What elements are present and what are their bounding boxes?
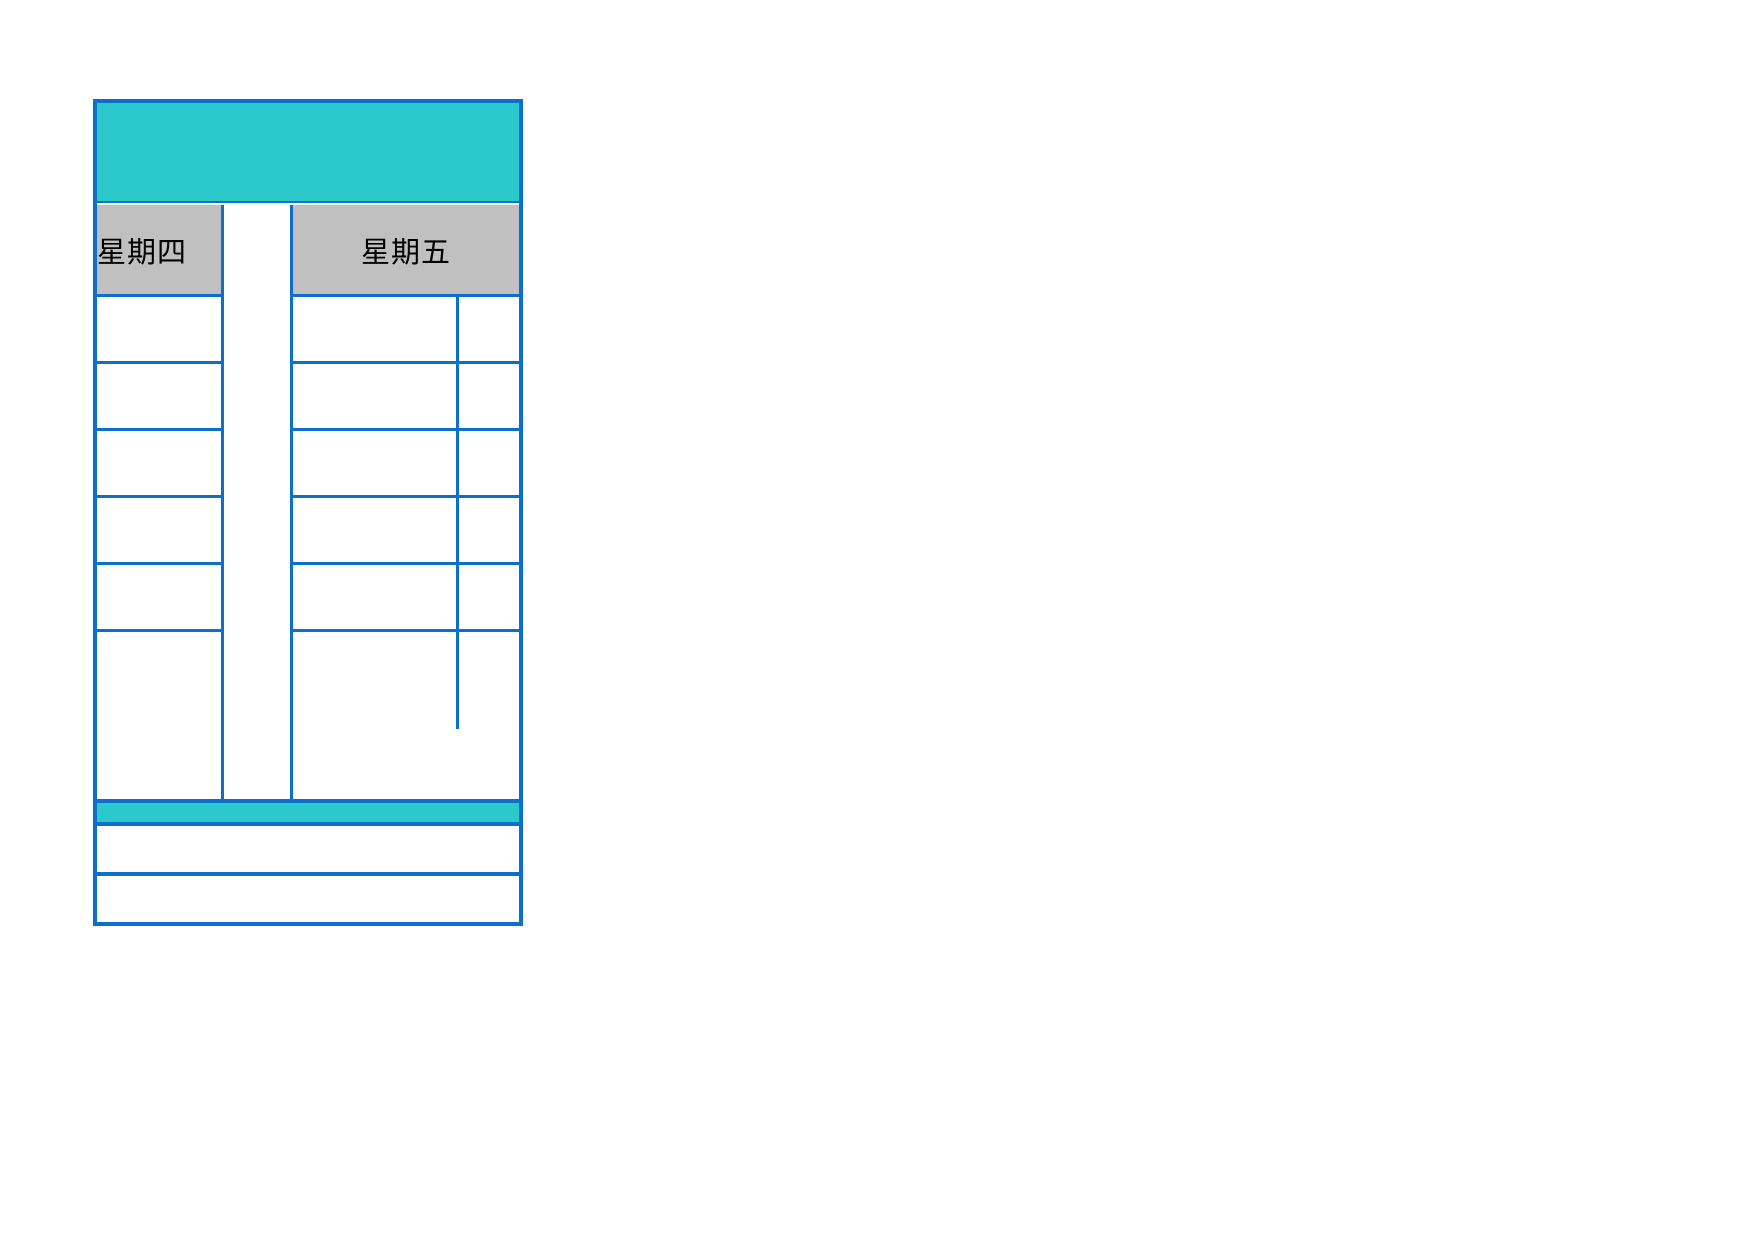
period-cell[interactable] bbox=[97, 632, 221, 699]
period-cell[interactable] bbox=[293, 364, 519, 431]
weekday-header-spacer[interactable] bbox=[224, 205, 293, 297]
footer-separator-band bbox=[97, 799, 519, 826]
period-cell[interactable] bbox=[293, 297, 519, 364]
title-banner bbox=[97, 103, 519, 203]
period-cell[interactable] bbox=[97, 431, 221, 498]
note-lines bbox=[97, 826, 519, 926]
period-cell[interactable] bbox=[293, 498, 519, 565]
gutter-cell[interactable] bbox=[224, 297, 290, 364]
period-cell[interactable] bbox=[97, 498, 221, 565]
period-column-friday bbox=[293, 297, 519, 801]
note-line[interactable] bbox=[97, 876, 519, 926]
note-line[interactable] bbox=[97, 826, 519, 876]
weekday-header-friday-label: 星期五 bbox=[360, 236, 451, 269]
table-top-rule bbox=[97, 99, 519, 103]
period-cell[interactable] bbox=[97, 364, 221, 431]
weekday-header-row: 星期四 星期五 bbox=[97, 205, 519, 297]
period-cell[interactable] bbox=[97, 565, 221, 632]
weekday-header-thursday[interactable]: 星期四 bbox=[97, 205, 224, 297]
period-cell[interactable] bbox=[293, 431, 519, 498]
period-cell[interactable] bbox=[293, 632, 519, 704]
period-column-friday-split bbox=[456, 297, 459, 729]
period-column-thursday bbox=[97, 297, 224, 801]
period-cell[interactable] bbox=[97, 297, 221, 364]
schedule-table[interactable]: 星期四 星期五 bbox=[93, 99, 523, 926]
weekday-header-thursday-label: 星期四 bbox=[97, 236, 188, 269]
period-cell-grid bbox=[97, 297, 519, 801]
weekday-header-friday[interactable]: 星期五 bbox=[293, 205, 519, 297]
period-column-gutter bbox=[224, 297, 293, 801]
period-cell[interactable] bbox=[293, 565, 519, 632]
